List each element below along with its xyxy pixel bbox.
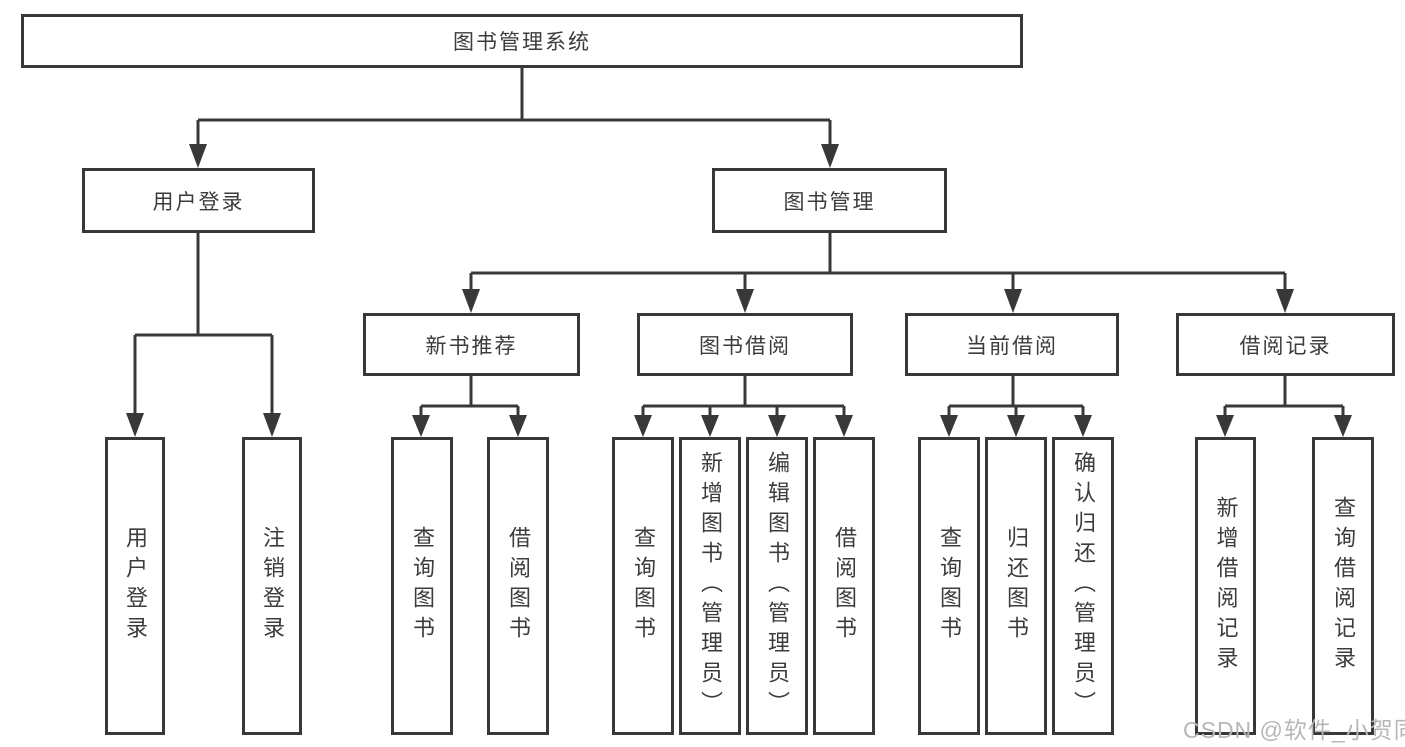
node-label: 新增借阅记录 bbox=[1213, 496, 1239, 676]
node-current-borrow: 当前借阅 bbox=[905, 313, 1119, 376]
leaf-confirm-return-admin: 确认归还（管理员） bbox=[1052, 437, 1114, 735]
leaf-edit-books-admin: 编辑图书（管理员） bbox=[746, 437, 808, 735]
leaf-borrow-books-recommend: 借阅图书 bbox=[487, 437, 549, 735]
leaf-query-books-borrow: 查询图书 bbox=[612, 437, 674, 735]
node-label: 借阅图书 bbox=[506, 526, 531, 646]
connector-user-login bbox=[126, 233, 281, 437]
leaf-query-books-recommend: 查询图书 bbox=[391, 437, 453, 735]
node-book-borrow: 图书借阅 bbox=[637, 313, 853, 376]
leaf-query-books-current: 查询图书 bbox=[918, 437, 980, 735]
leaf-query-borrow-record: 查询借阅记录 bbox=[1312, 437, 1374, 735]
node-label: 查询图书 bbox=[631, 526, 656, 646]
node-book-management: 图书管理 bbox=[712, 168, 947, 233]
node-label: 新增图书（管理员） bbox=[698, 451, 723, 721]
node-label: 图书管理系统 bbox=[453, 31, 591, 54]
node-label: 用户登录 bbox=[123, 526, 148, 646]
node-label: 编辑图书（管理员） bbox=[765, 451, 790, 721]
node-label: 确认归还（管理员） bbox=[1071, 451, 1096, 721]
node-label: 查询图书 bbox=[937, 526, 962, 646]
node-root: 图书管理系统 bbox=[21, 14, 1023, 68]
leaf-return-books: 归还图书 bbox=[985, 437, 1047, 735]
leaf-add-books-admin: 新增图书（管理员） bbox=[679, 437, 741, 735]
leaf-borrow-books: 借阅图书 bbox=[813, 437, 875, 735]
connector-book-management bbox=[462, 233, 1294, 313]
connector-new-book-recommend bbox=[412, 376, 527, 437]
node-label: 当前借阅 bbox=[966, 334, 1058, 358]
node-user-login: 用户登录 bbox=[82, 168, 315, 233]
leaf-logout: 注销登录 bbox=[242, 437, 302, 735]
node-borrow-records: 借阅记录 bbox=[1176, 313, 1395, 376]
connector-borrow-records bbox=[1216, 376, 1352, 437]
node-label: 查询借阅记录 bbox=[1331, 496, 1356, 676]
leaf-user-login: 用户登录 bbox=[105, 437, 165, 735]
node-new-book-recommend: 新书推荐 bbox=[363, 313, 580, 376]
connector-book-borrow bbox=[634, 376, 853, 437]
node-label: 归还图书 bbox=[1004, 526, 1029, 646]
node-label: 新书推荐 bbox=[425, 334, 518, 358]
node-label: 图书借阅 bbox=[699, 334, 791, 358]
node-label: 用户登录 bbox=[152, 190, 245, 214]
node-label: 借阅记录 bbox=[1239, 334, 1332, 358]
node-label: 图书管理 bbox=[783, 190, 876, 214]
node-label: 借阅图书 bbox=[832, 526, 857, 646]
csdn-watermark: CSDN @软件_小贺同学 bbox=[1183, 717, 1405, 743]
connector-current-borrow bbox=[940, 376, 1092, 437]
leaf-add-borrow-record: 新增借阅记录 bbox=[1195, 437, 1256, 735]
node-label: 注销登录 bbox=[260, 526, 285, 646]
node-label: 查询图书 bbox=[410, 526, 435, 646]
connector-root bbox=[189, 68, 839, 168]
